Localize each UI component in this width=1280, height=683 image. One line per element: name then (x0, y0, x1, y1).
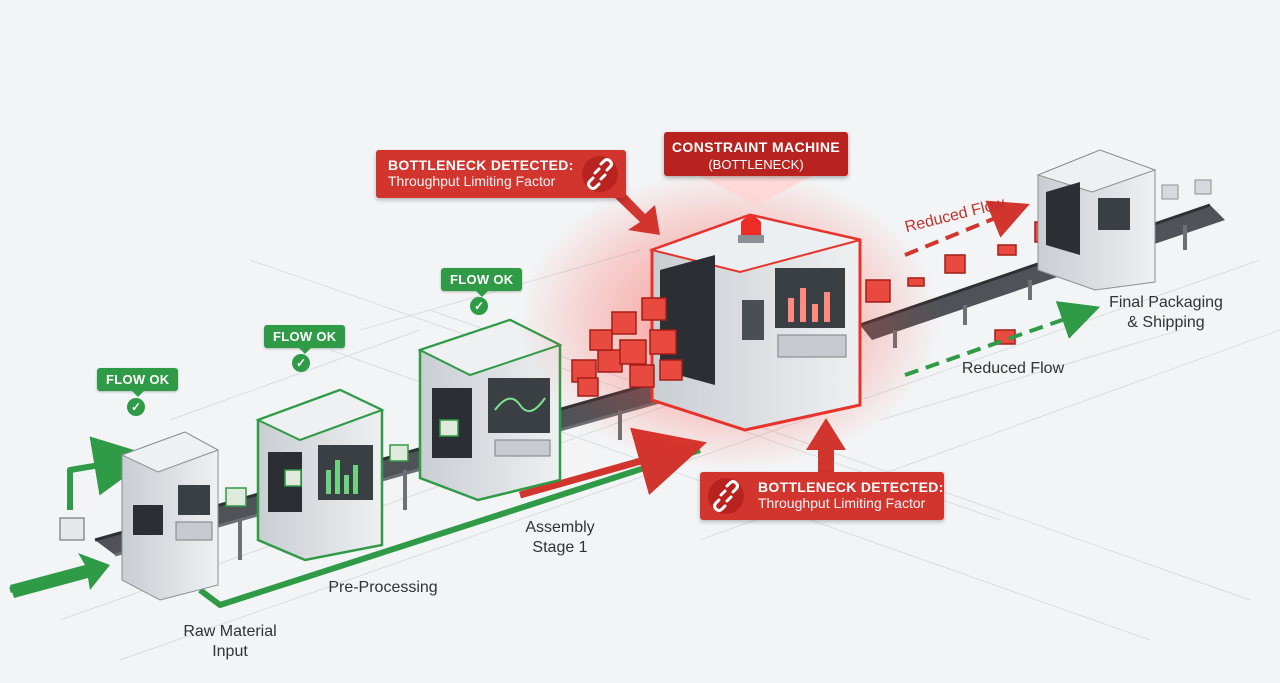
pointer-arrow-left (612, 188, 660, 235)
flow-ok-badge-3: FLOW OK (441, 268, 523, 297)
stage-label-raw-material: Raw Material Input (183, 623, 277, 660)
machine-pre-processing (255, 388, 385, 562)
machine-assembly (417, 318, 563, 502)
constraint-title: CONSTRAINT MACHINE (671, 139, 841, 155)
stage-label-final: Final Packaging & Shipping (1109, 294, 1223, 331)
alert-subtitle: Throughput Limiting Factor (758, 495, 926, 511)
bottleneck-alert-bottom: BOTTLENECK DETECTED: Throughput Limiting… (700, 472, 944, 520)
stage-label-pre-processing: Pre-Processing (328, 579, 438, 596)
reduced-flow-arrow-top (904, 200, 1030, 257)
reduced-flow-label-bottom: Reduced Flow (961, 360, 1065, 377)
bottleneck-alert-top: BOTTLENECK DETECTED: Throughput Limiting… (376, 150, 626, 198)
flow-ok-badge-2: FLOW OK (264, 325, 346, 354)
check-icon: ✓ (292, 354, 310, 372)
alert-title: BOTTLENECK DETECTED: (388, 157, 574, 173)
pointer-arrow-bottom (806, 418, 846, 480)
broken-link-icon (582, 156, 618, 192)
red-box-pile (571, 297, 683, 397)
machine-raw-material (120, 431, 220, 601)
flow-ok-badge-1: FLOW OK (97, 368, 179, 397)
constraint-callout-pointer (700, 176, 812, 205)
green-boxes (59, 419, 459, 541)
broken-link-icon (708, 478, 744, 514)
check-icon: ✓ (127, 398, 145, 416)
alert-subtitle: Throughput Limiting Factor (388, 173, 556, 189)
constraint-machine-label: CONSTRAINT MACHINE (BOTTLENECK) (664, 132, 848, 176)
stage-label-assembly: Assembly Stage 1 (525, 519, 595, 556)
check-icon: ✓ (470, 297, 488, 315)
reduced-flow-arrow-bottom (904, 301, 1101, 377)
machine-final-packaging (1036, 149, 1212, 291)
constraint-subtitle: (BOTTLENECK) (708, 157, 804, 172)
alert-title: BOTTLENECK DETECTED: (758, 479, 944, 495)
beacon-light-icon (738, 216, 764, 243)
constraint-machine (648, 213, 862, 432)
input-arrow (10, 553, 110, 598)
